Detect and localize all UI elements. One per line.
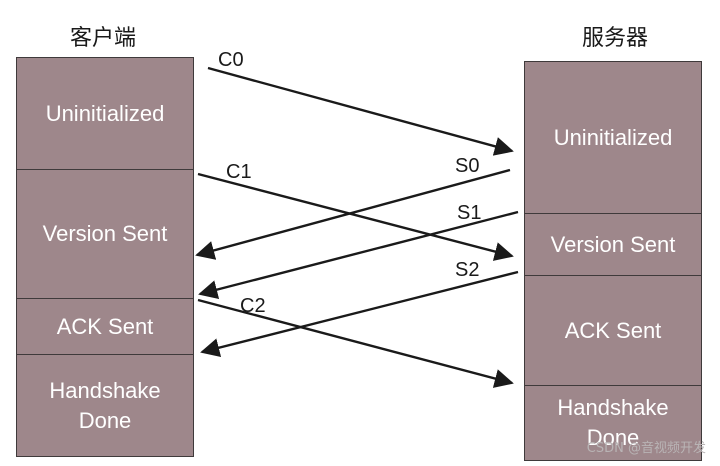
client-state-label: Version Sent xyxy=(42,221,168,246)
label-c1: C1 xyxy=(226,161,252,183)
client-state-uninitialized: Uninitialized xyxy=(16,57,194,170)
watermark: CSDN @音视频开发 xyxy=(586,441,706,456)
arrow-c0 xyxy=(207,66,514,156)
label-s0: S0 xyxy=(455,155,479,177)
server-state-ack-sent: ACK Sent xyxy=(524,275,702,386)
arrow-s2 xyxy=(200,270,519,358)
label-s2: S2 xyxy=(455,259,479,281)
server-state-label: Uninitialized xyxy=(553,124,673,150)
arrow-c1 xyxy=(197,172,514,261)
client-state-label: Handshake Done xyxy=(49,377,161,433)
server-title: 服务器 xyxy=(582,26,649,51)
server-state-label: Handshake Done xyxy=(557,395,669,450)
server-state-label: ACK Sent xyxy=(564,317,662,343)
client-state-version-sent: Version Sent xyxy=(16,169,194,299)
client-state-handshake-done: Handshake Done xyxy=(16,354,194,457)
label-c2: C2 xyxy=(240,295,266,317)
client-state-label: Uninitialized xyxy=(45,100,165,126)
arrow-c2 xyxy=(197,298,514,388)
server-state-version-sent: Version Sent xyxy=(524,213,702,276)
client-state-column: Uninitialized Version Sent ACK Sent Hand… xyxy=(16,57,194,457)
server-state-column: Uninitialized Version Sent ACK Sent Hand… xyxy=(524,61,702,461)
client-state-ack-sent: ACK Sent xyxy=(16,298,194,355)
client-title: 客户端 xyxy=(70,26,137,51)
label-s1: S1 xyxy=(457,202,481,224)
arrow-s1 xyxy=(198,210,519,299)
server-state-label: Version Sent xyxy=(550,231,676,257)
client-state-label: ACK Sent xyxy=(56,313,154,339)
label-c0: C0 xyxy=(218,49,244,71)
arrow-s0 xyxy=(195,168,511,260)
server-state-handshake-done: Handshake Done xyxy=(524,385,702,461)
server-state-uninitialized: Uninitialized xyxy=(524,61,702,214)
